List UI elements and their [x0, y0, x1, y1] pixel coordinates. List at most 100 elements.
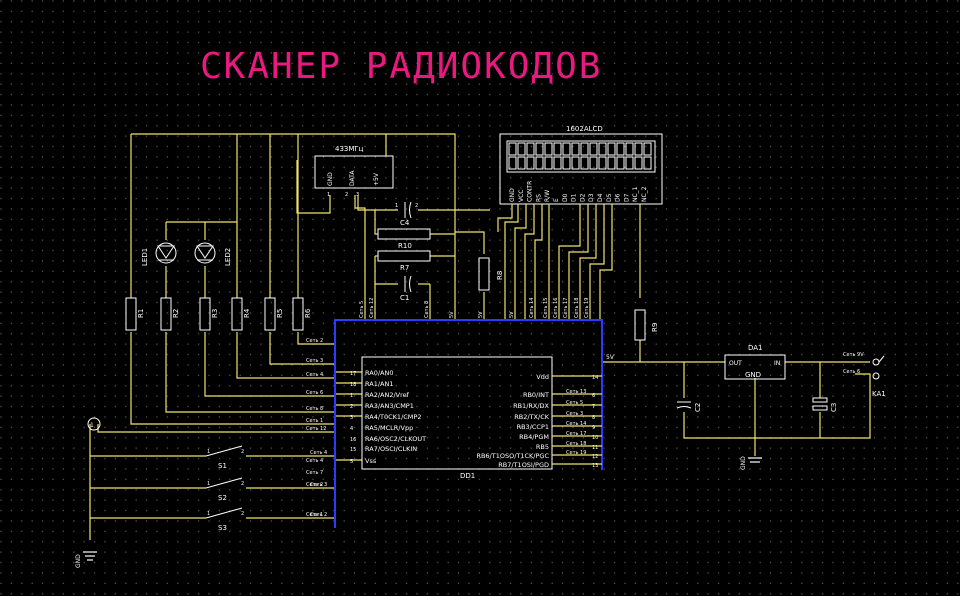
capacitor-c1[interactable]: C1 [400, 275, 412, 302]
lcd-char-cell [562, 142, 571, 156]
c3-label: C3 [830, 403, 838, 412]
da1-in: IN [774, 360, 780, 367]
net-6: Сеть 6 [843, 369, 860, 375]
speaker[interactable]: 1 [87, 417, 101, 431]
switch-net: Сеть 3 [310, 482, 327, 488]
c4-pin2: 2 [415, 203, 418, 209]
switch-pin: 2 [241, 449, 244, 455]
mcu-right-pin-name: RB3/CCP1 [517, 423, 549, 431]
lcd-char-cell [607, 156, 616, 170]
switch-pin: 1 [207, 511, 210, 517]
lcd-char-cell [571, 142, 580, 156]
lcd-char-cell [616, 142, 625, 156]
lcd-char-cell [589, 142, 598, 156]
mcu-left-pin-name: Vss [365, 457, 377, 465]
switch-label: S1 [218, 462, 227, 470]
mcu-top-net: Сеть 5 [359, 301, 365, 318]
mcu-dd1[interactable]: DD1 RA0/AN017RA1/AN118RA2/AN2/Vref1RA3/A… [306, 298, 603, 528]
lcd-char-cell [598, 156, 607, 170]
mcu-top-net: Сеть 8 [424, 301, 430, 318]
mcu-top-net: 5V [478, 311, 484, 318]
c4-pin1: 1 [395, 203, 398, 209]
mcu-right-pin-num: 14 [592, 375, 598, 381]
mcu-right-pin-name: RB2/TX/CK [514, 413, 549, 421]
switch-net: Сеть 4 [310, 450, 327, 456]
capacitor-c4[interactable]: C4 1 2 [395, 201, 418, 227]
mcu-right-pin-name: RB0/INT [523, 391, 549, 399]
mcu-top-net: Сеть 19 [584, 298, 590, 318]
mcu-top-net: Сеть 15 [543, 298, 549, 318]
resistor-r4[interactable]: R4 [231, 297, 251, 331]
r8-label: R8 [496, 271, 504, 280]
mcu-left-net: Сеть 8 [306, 406, 323, 412]
lcd-pin-label: D4 [597, 193, 604, 202]
mcu-right-net: Сеть 19 [566, 450, 586, 456]
da1-out: OUT [729, 360, 742, 367]
resistor-r10[interactable]: R10 [377, 228, 431, 250]
resistor-r6[interactable]: R6 [292, 297, 312, 331]
mcu-left-pin-name: RA6/OSC2/CLKOUT [365, 435, 426, 443]
mcu-top-net: 5V [449, 311, 455, 318]
mcu-right-net: Сеть 13 [566, 389, 586, 395]
resistor-r5[interactable]: R5 [264, 297, 284, 331]
c4-label: C4 [400, 219, 410, 227]
c1-label: C1 [400, 294, 409, 302]
resistor-label: R2 [172, 309, 180, 318]
resistor-label: R5 [276, 309, 284, 318]
mcu-right-pin-num: 12 [592, 454, 598, 460]
gnd-label-left: GND [75, 554, 82, 568]
capacitor-c2[interactable]: C2 [676, 401, 702, 412]
regulator-da1[interactable]: DA1 OUT IN GND [724, 344, 786, 380]
lcd-char-cell [526, 156, 535, 170]
lcd-pin-label: D0 [562, 193, 569, 202]
lcd-char-cell [616, 156, 625, 170]
mcu-left-net: Сеть 1 [306, 512, 323, 518]
lcd-char-cell [535, 156, 544, 170]
capacitor-c3[interactable]: C3 [812, 397, 838, 412]
mcu-left-net: Сеть 4 [306, 372, 323, 378]
mcu-left-pin-name: RA5/MCLR/Vpp [365, 424, 413, 432]
mcu-left-pin-num: 4 [350, 426, 353, 432]
mcu-right-pin-num: 9 [592, 425, 595, 431]
mcu-left-pin-num: 18 [350, 382, 356, 388]
switch-pin: 2 [241, 481, 244, 487]
r7-label: R7 [400, 264, 409, 272]
mcu-left-pin-name: RA1/AN1 [365, 380, 393, 388]
resistor-r9[interactable]: R9 [634, 309, 659, 341]
mcu-left-net: Сеть 12 [306, 426, 326, 432]
mcu-right-pin-num: 6 [592, 393, 595, 399]
led-1[interactable]: LED1 [141, 242, 177, 266]
mcu-right-pin-name: RB7/T1OSI/PGD [498, 461, 549, 469]
rx-pin-data: DATA [349, 170, 356, 186]
mcu-right-pin-num: 11 [592, 445, 598, 451]
resistor-label: R3 [211, 309, 219, 318]
led-2[interactable]: LED2 [194, 242, 232, 266]
lcd-ref: 1602ALCD [566, 125, 603, 133]
lcd-char-cell [634, 142, 643, 156]
resistor-label: R6 [304, 308, 312, 318]
lcd-char-cell [634, 156, 643, 170]
mcu-left-pin-num: 5 [350, 459, 353, 465]
mcu-right-net: Сеть 5 [566, 400, 583, 406]
resistor-r3[interactable]: R3 [199, 297, 219, 331]
da1-gnd: GND [745, 371, 761, 379]
mcu-right-pin-name: Vdd [536, 373, 549, 381]
resistor-r7[interactable]: R7 [377, 250, 431, 272]
resistor-r2[interactable]: R2 [160, 297, 180, 331]
resistor-r8[interactable]: R8 [478, 257, 504, 291]
resistor-r1[interactable]: R1 [125, 297, 145, 331]
connector-ka1[interactable]: KA1 Сеть 9V Сеть 6 5V [606, 352, 886, 398]
wires [89, 133, 871, 540]
lcd-pin-label: NC_2 [641, 186, 648, 202]
lcd-char-cell [625, 142, 634, 156]
mcu-left-net: Сеть 2 [306, 338, 323, 344]
mcu-top-net: Сеть 12 [369, 298, 375, 318]
lcd-char-cell [589, 156, 598, 170]
